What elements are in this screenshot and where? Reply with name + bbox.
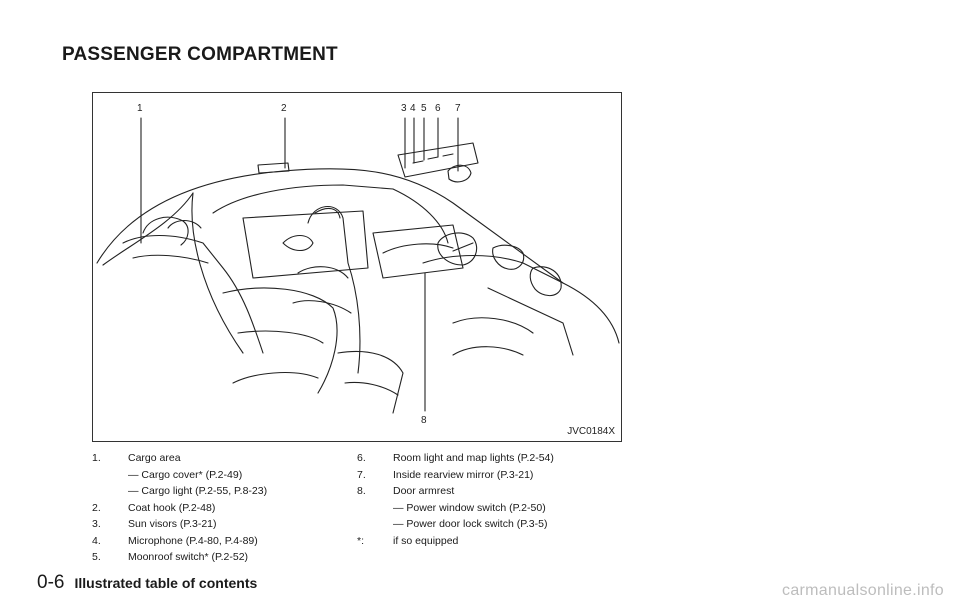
page-number: 0-6 xyxy=(37,572,65,593)
watermark: carmanualsonline.info xyxy=(782,582,944,599)
legend-subitem: — Cargo cover* (P.2-49) xyxy=(128,468,243,481)
legend-item: 1.Cargo area xyxy=(92,452,181,464)
legend-item: 8.Door armrest xyxy=(357,485,455,497)
callout-1: 1 xyxy=(137,103,143,114)
legend-item: 3.Sun visors (P.3-21) xyxy=(92,518,217,530)
legend-item: 2.Coat hook (P.2-48) xyxy=(92,501,216,514)
callout-4: 4 xyxy=(410,103,416,114)
legend-item: 5.Moonroof switch* (P.2-52) xyxy=(92,551,249,563)
callout-8: 8 xyxy=(421,415,427,426)
legend-subitem: — Cargo light (P.2-55, P.8-23) xyxy=(128,485,268,497)
figure-code: JVC0184X xyxy=(567,426,615,437)
legend-item: 6.Room light and map lights (P.2-54) xyxy=(357,452,554,464)
callout-7: 7 xyxy=(455,103,461,114)
page-footer: 0-6 Illustrated table of contents xyxy=(0,570,960,596)
legend-subitem: — Power window switch (P.2-50) xyxy=(393,501,546,514)
legend-subitem: — Power door lock switch (P.3-5) xyxy=(393,518,548,530)
section-name: Illustrated table of contents xyxy=(74,575,258,591)
callout-5: 5 xyxy=(421,103,427,114)
legend-item: 7.Inside rearview mirror (P.3-21) xyxy=(357,468,534,481)
legend-item: *:if so equipped xyxy=(357,534,459,547)
callout-6: 6 xyxy=(435,103,441,114)
page-title: PASSENGER COMPARTMENT xyxy=(62,44,338,65)
legend-left-column: 1.Cargo area — Cargo cover* (P.2-49) — C… xyxy=(92,450,267,566)
legend-item: 4.Microphone (P.4-80, P.4-89) xyxy=(92,534,258,547)
interior-illustration: 1 2 3 4 5 6 7 8 JVC0184X xyxy=(92,92,622,442)
callout-2: 2 xyxy=(281,103,287,114)
callout-3: 3 xyxy=(401,103,407,114)
car-interior-drawing xyxy=(96,117,620,414)
legend-right-column: 6.Room light and map lights (P.2-54) 7.I… xyxy=(357,450,554,549)
